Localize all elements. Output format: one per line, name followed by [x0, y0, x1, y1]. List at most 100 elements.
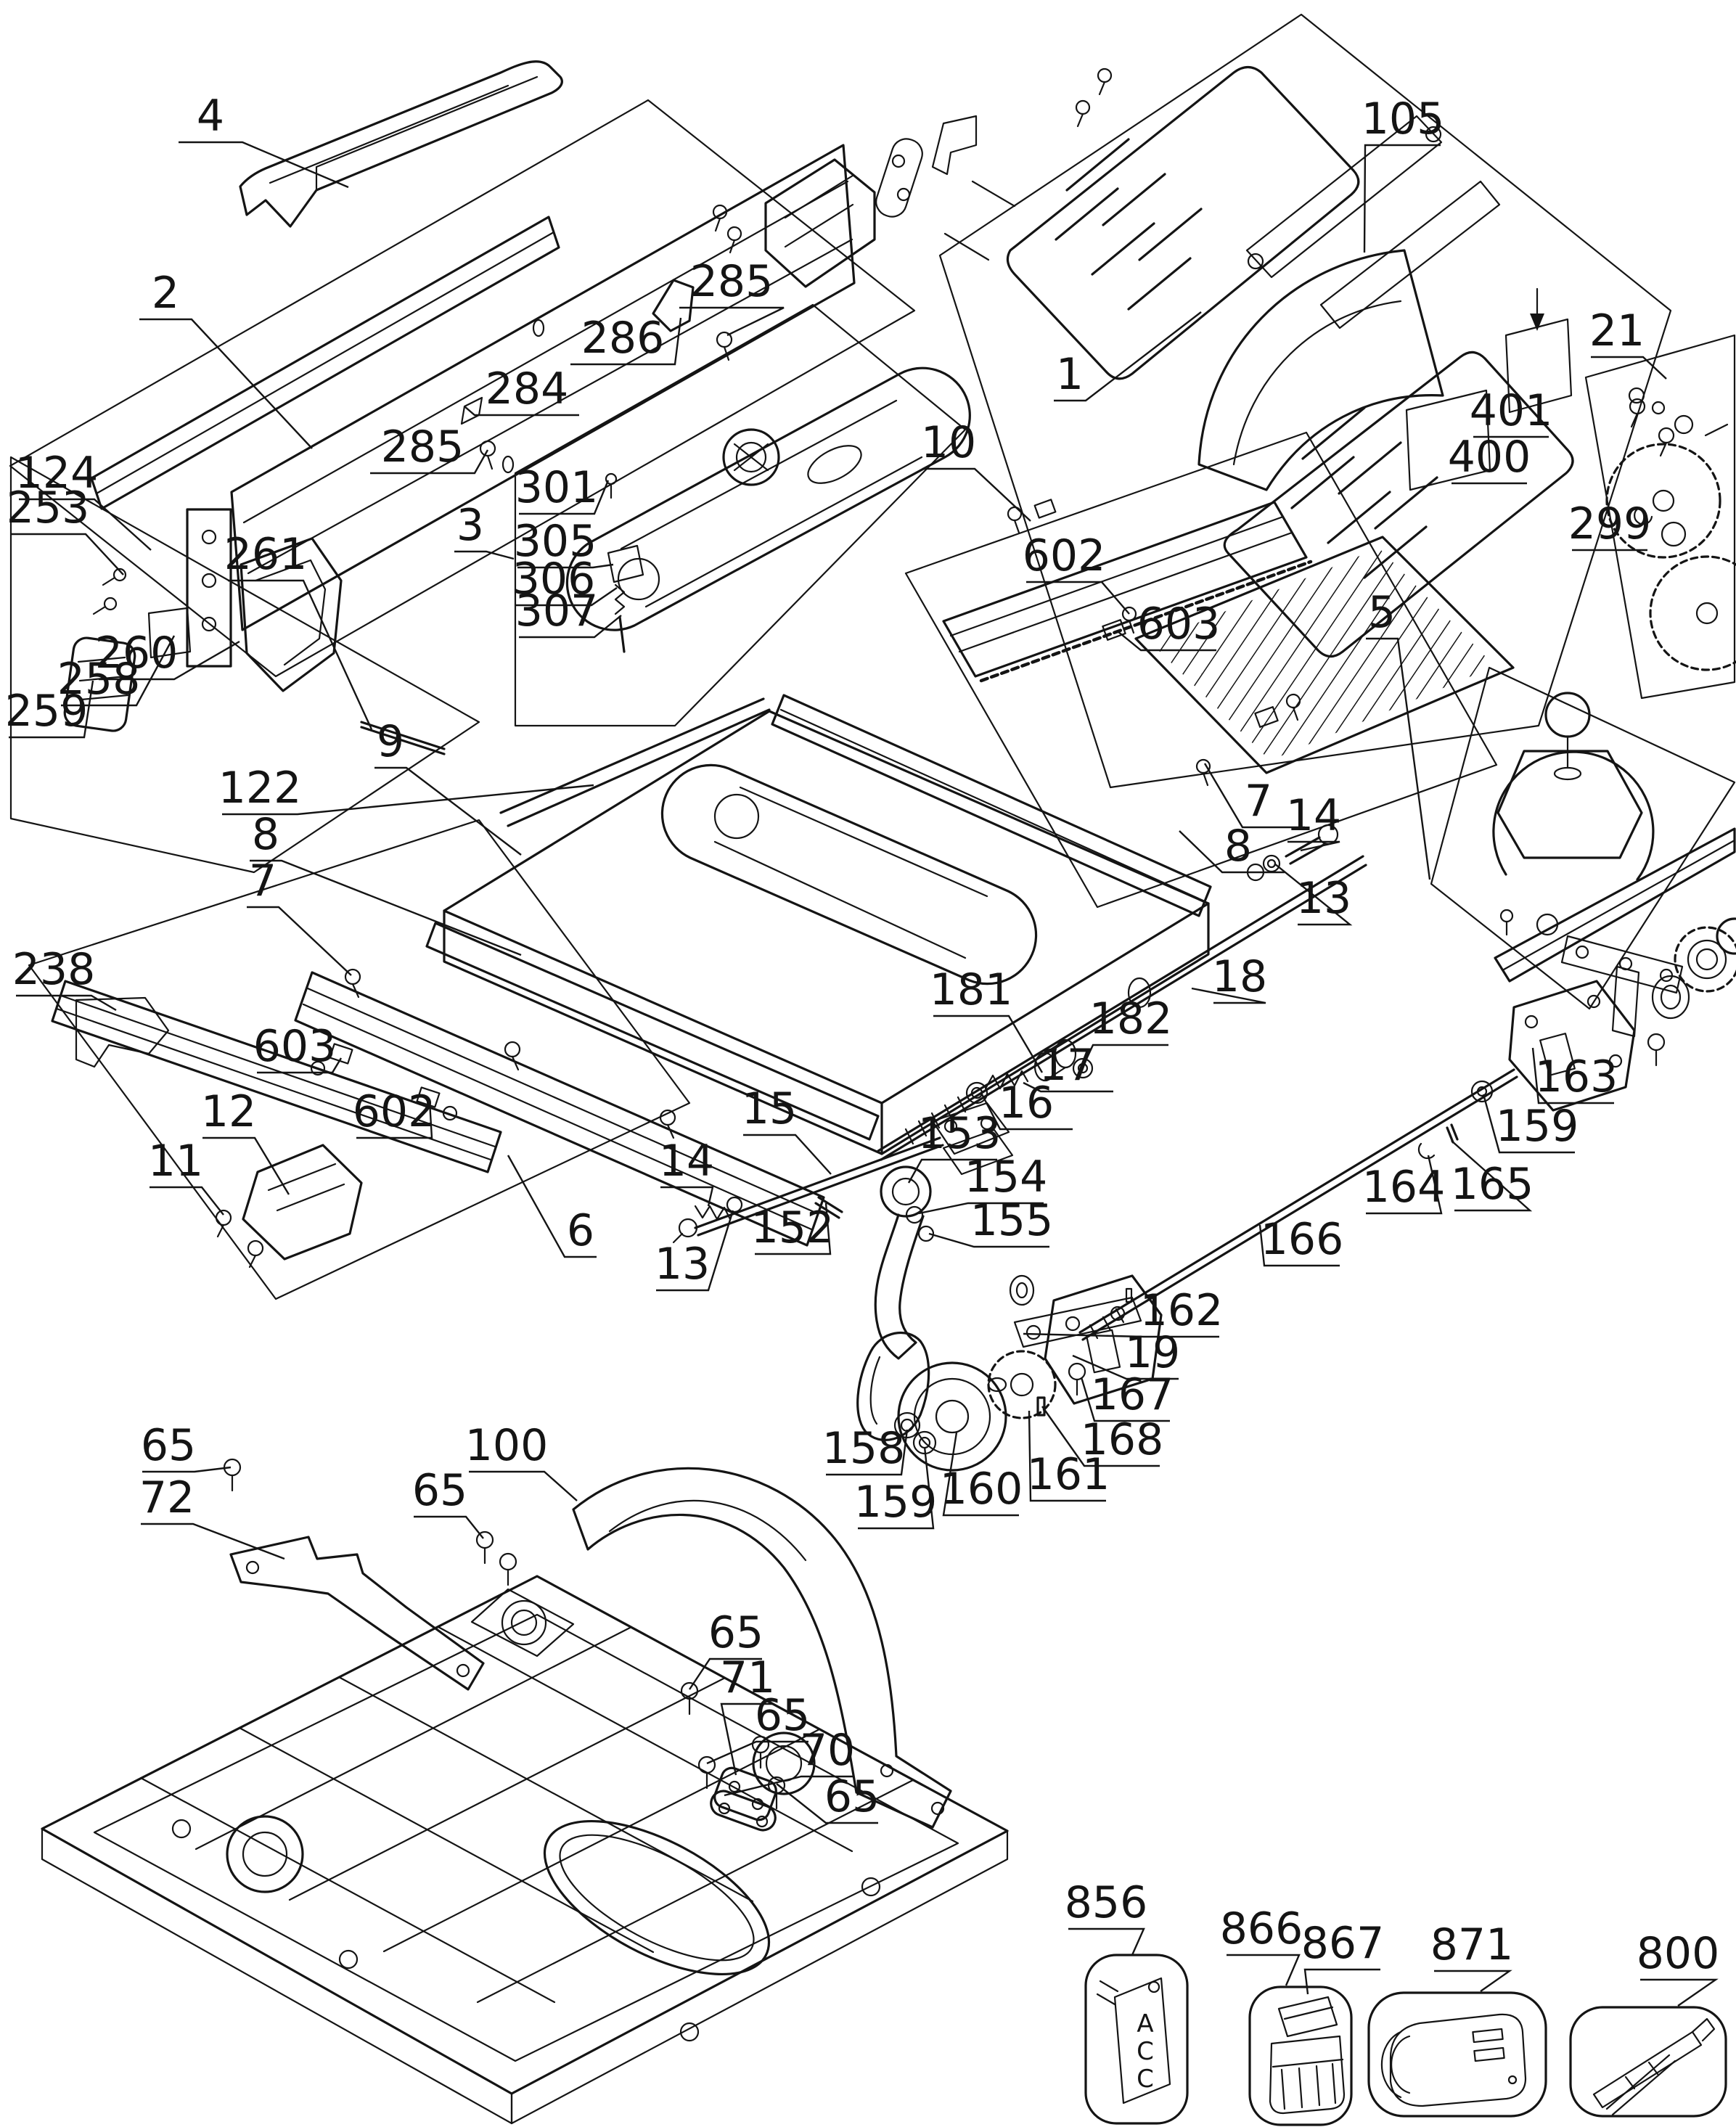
callout-leader-8r	[1179, 830, 1285, 874]
callout-leader-602l	[356, 1101, 433, 1139]
callout-label-259: 259	[5, 686, 89, 737]
miter-knob	[1544, 692, 1591, 738]
callout-label-65d: 65	[755, 1690, 810, 1741]
callout-label-800: 800	[1637, 1928, 1720, 1979]
callout-label-65a: 65	[141, 1420, 196, 1471]
callout-label-3: 3	[456, 500, 484, 551]
callout-leader-284	[464, 406, 579, 417]
callout-leader-258	[61, 635, 176, 707]
callout-leader-259	[9, 680, 94, 739]
panel-slot-2	[1127, 257, 1192, 311]
callout-leader-10	[922, 467, 1031, 522]
callout-label-8r: 8	[1224, 821, 1252, 872]
callout-leader-159r	[1482, 1094, 1575, 1154]
callout-label-6: 6	[567, 1205, 594, 1256]
callout-leader-182	[1081, 1044, 1168, 1067]
part-base	[41, 1575, 1009, 2125]
screw-285-mid	[479, 440, 496, 457]
callout-leader-154	[918, 1202, 1044, 1215]
callout-leader-168	[1041, 1406, 1160, 1467]
e-clip-164	[1417, 1142, 1436, 1160]
box-stand-group	[938, 13, 1672, 789]
nut-155	[917, 1225, 935, 1242]
callout-label-16: 16	[999, 1078, 1054, 1128]
callout-leader-65c	[689, 1657, 762, 1690]
sticker-401	[1504, 318, 1573, 414]
callout-leader-13r	[1274, 863, 1353, 926]
pin-168	[1036, 1396, 1046, 1417]
washer-13l	[726, 1196, 743, 1213]
callout-label-165: 165	[1451, 1159, 1534, 1210]
screw-11a	[215, 1209, 232, 1226]
part-support-channel	[239, 60, 563, 228]
callout-label-1: 1	[1056, 349, 1084, 400]
callout-leader-100	[469, 1470, 578, 1501]
battery-clip-867	[1277, 1996, 1338, 2038]
spring-14l	[694, 1205, 732, 1221]
callout-label-253: 253	[7, 483, 90, 533]
callout-label-301: 301	[515, 462, 599, 513]
callout-leader-13l	[656, 1210, 734, 1292]
callout-leader-5	[1366, 637, 1431, 880]
saw-blade-2	[1649, 555, 1736, 671]
callout-label-258: 258	[57, 654, 141, 705]
washer-154	[905, 1205, 924, 1224]
callout-leader-105	[1363, 144, 1441, 253]
callout-label-5: 5	[1368, 587, 1396, 638]
callout-leader-19	[1072, 1354, 1179, 1380]
callout-leader-158	[826, 1429, 909, 1476]
part-clamp-305	[607, 544, 644, 583]
part-switch-assembly	[712, 115, 1016, 288]
callout-label-12: 12	[201, 1086, 256, 1137]
part-end-cap-12	[242, 1144, 363, 1261]
callout-label-162: 162	[1140, 1285, 1224, 1336]
callout-leader-181	[933, 1015, 1044, 1073]
callout-label-284: 284	[486, 364, 569, 414]
box-fence-group	[9, 99, 916, 678]
panel-slot-6	[1290, 456, 1355, 509]
part-spring-306	[614, 583, 626, 615]
callout-leader-18	[1191, 987, 1266, 1004]
part-front-rail-8	[294, 971, 825, 1247]
callout-label-100: 100	[465, 1420, 549, 1471]
box-wrench-800	[1569, 2006, 1727, 2118]
box-miter-gauge	[1430, 666, 1736, 1010]
acc-letter-2: C	[1137, 2065, 1154, 2094]
callout-leader-8l	[250, 859, 522, 956]
callout-leader-71	[720, 1702, 774, 1776]
panel-slot-9	[1301, 406, 1366, 460]
part-foot-grille	[1134, 536, 1515, 774]
callout-label-15: 15	[742, 1083, 797, 1134]
callout-label-65b: 65	[412, 1465, 467, 1516]
gear-upper	[1674, 926, 1736, 993]
arm-162	[1013, 1296, 1142, 1348]
callout-leader-301	[519, 480, 610, 515]
callout-label-105: 105	[1362, 94, 1445, 144]
callout-leader-163	[1531, 1047, 1614, 1105]
panel-slot-10	[1338, 441, 1402, 495]
callout-label-602l: 602	[353, 1086, 436, 1137]
charger-body	[1389, 2013, 1527, 2107]
callout-label-602r: 602	[1023, 530, 1106, 581]
bracket-163	[1508, 980, 1636, 1112]
callout-label-159r: 159	[1496, 1101, 1579, 1152]
accessory-boxes: ACC	[1084, 1954, 1727, 2126]
callout-label-72: 72	[139, 1472, 195, 1523]
callout-label-14l: 14	[659, 1136, 714, 1187]
callout-leader-65e	[776, 1783, 878, 1824]
callout-label-21: 21	[1589, 306, 1645, 356]
box-charger-871	[1367, 1991, 1547, 2118]
part-throat-plate	[565, 366, 971, 653]
washer-16	[965, 1081, 988, 1105]
callout-leader-261	[228, 579, 373, 730]
callout-label-305: 305	[514, 516, 597, 567]
callout-label-603l: 603	[253, 1021, 337, 1072]
sticker-400	[1405, 389, 1491, 491]
callout-leader-159l	[858, 1446, 935, 1530]
blade-wrench	[1592, 2030, 1703, 2109]
callout-label-14r: 14	[1286, 790, 1341, 841]
callout-leader-122	[222, 784, 594, 816]
callout-label-307: 307	[515, 586, 599, 636]
part-bracket-72	[229, 1536, 485, 1691]
callout-leader-285b	[370, 449, 489, 475]
